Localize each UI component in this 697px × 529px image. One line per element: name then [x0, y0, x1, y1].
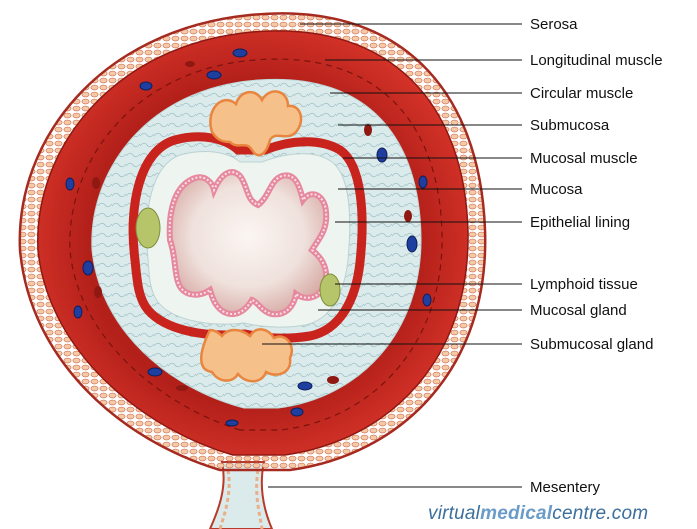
label-mucosal-muscle: Mucosal muscle [530, 150, 638, 167]
watermark-part3: centre.com [552, 503, 648, 524]
label-mesentery: Mesentery [530, 479, 601, 496]
watermark: virtualmedicalcentre.com [428, 503, 648, 525]
label-circular-muscle: Circular muscle [530, 85, 633, 102]
watermark-part2: medical [480, 503, 552, 524]
watermark-part1: virtual [428, 503, 480, 524]
label-submucosal-gland: Submucosal gland [530, 336, 653, 353]
label-serosa: Serosa [530, 16, 578, 33]
label-lymphoid-tissue: Lymphoid tissue [530, 276, 638, 293]
epithelial-lining [170, 172, 327, 314]
label-mucosal-gland: Mucosal gland [530, 302, 627, 319]
mesentery-stalk [210, 462, 272, 529]
label-submucosa: Submucosa [530, 117, 610, 134]
label-mucosa: Mucosa [530, 181, 583, 198]
label-epithelial-lining: Epithelial lining [530, 214, 630, 231]
label-longitudinal-muscle: Longitudinal muscle [530, 52, 663, 69]
labels: Serosa Longitudinal muscle Circular musc… [530, 16, 663, 496]
